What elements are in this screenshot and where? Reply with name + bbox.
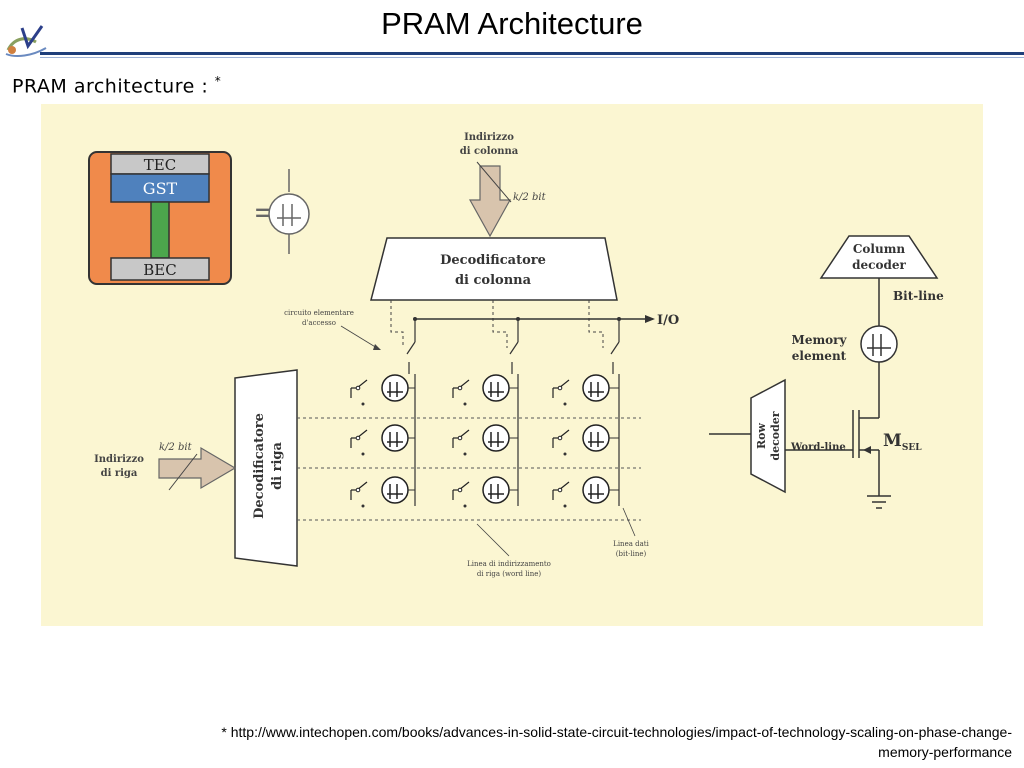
word-line-en-label: Word-line xyxy=(790,442,846,453)
row-decoder-line1: Decodificatore xyxy=(252,413,267,519)
column-decoder-line2: di colonna xyxy=(455,273,532,288)
msel-sub: SEL xyxy=(902,443,922,453)
bit-line-label-line2: (bit-line) xyxy=(616,550,647,558)
slide-title: PRAM Architecture xyxy=(381,6,643,41)
row-decoder-en-line1: Row xyxy=(755,422,768,448)
row-address-line1: Indirizzo xyxy=(94,454,144,465)
access-circuit-line1: circuito elementare xyxy=(284,309,354,317)
row-address-bits: k/2 bit xyxy=(159,442,193,453)
footnote: * http://www.intechopen.com/books/advanc… xyxy=(22,722,1012,762)
word-line-label-line1: Linea di indirizzamento xyxy=(467,560,551,568)
memory-element-line1: Memory xyxy=(792,333,848,347)
cell-stack: TEC GST BEC xyxy=(88,151,232,285)
row-decoder-block xyxy=(234,369,298,567)
bec-label: BEC xyxy=(143,261,176,279)
tec-label: TEC xyxy=(144,156,176,174)
decoder-select-lines xyxy=(390,300,604,348)
memory-element-line2: element xyxy=(792,349,847,363)
row-decoder-line2: di riga xyxy=(270,441,285,489)
row-address-line2: di riga xyxy=(101,468,138,479)
title-rule-thin xyxy=(40,57,1024,58)
column-decoder-en-line1: Column xyxy=(853,242,906,256)
pram-architecture-diagram: TEC GST BEC = Indirizzo di colonna k/2 b… xyxy=(88,132,944,578)
bit-lines xyxy=(414,374,620,506)
column-decoder-block xyxy=(370,237,618,301)
io-label: I/O xyxy=(657,313,679,328)
logo xyxy=(5,25,47,57)
footnote-line2: memory-performance xyxy=(878,744,1012,760)
gst-label: GST xyxy=(143,179,178,198)
subtitle-footnote-mark: * xyxy=(214,74,222,88)
column-decoder-en-block xyxy=(819,235,939,279)
access-switches xyxy=(406,319,620,374)
column-address-line1: Indirizzo xyxy=(464,132,514,143)
select-transistor xyxy=(852,410,891,509)
column-address-arrow xyxy=(468,165,512,238)
row-decoder-en-line2: decoder xyxy=(769,411,782,460)
bit-line-en-label: Bit-line xyxy=(893,289,944,303)
word-line-label-line2: di riga (word line) xyxy=(477,570,542,578)
pram-architecture-figure: TEC GST BEC = Indirizzo di colonna k/2 b… xyxy=(41,104,983,626)
msel-label: MSEL xyxy=(883,431,922,453)
footnote-line1: * http://www.intechopen.com/books/advanc… xyxy=(221,724,1012,740)
title-rule xyxy=(40,52,1024,55)
phase-change-symbol xyxy=(268,169,310,254)
bit-line-label-line1: Linea dati xyxy=(613,540,649,548)
slide-subtitle: PRAM architecture : * xyxy=(12,74,221,97)
column-decoder-en-line2: decoder xyxy=(852,258,906,272)
column-decoder-line1: Decodificatore xyxy=(440,253,546,268)
subtitle-text: PRAM architecture : xyxy=(12,75,209,98)
memory-element-symbol xyxy=(860,325,898,363)
access-circuit-line2: d'accesso xyxy=(302,319,336,327)
memory-cell-array xyxy=(350,374,619,508)
column-address-bits: k/2 bit xyxy=(513,192,547,203)
column-address-line2: di colonna xyxy=(460,146,519,157)
row-decoder-en-block xyxy=(750,378,786,494)
msel-main: M xyxy=(883,431,902,451)
